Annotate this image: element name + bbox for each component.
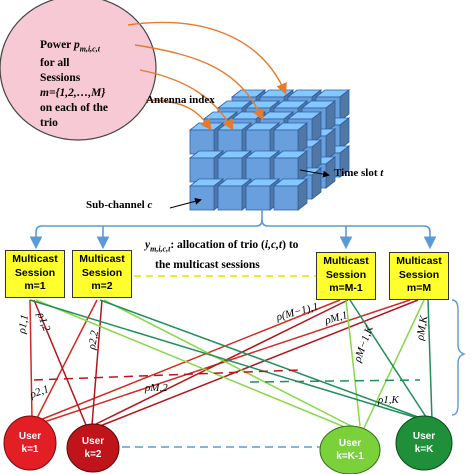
power-line2: for all bbox=[40, 57, 70, 70]
cube-cell-front bbox=[245, 129, 271, 155]
power-line5: on each of the bbox=[40, 102, 109, 115]
power-line4: m={1,2,…,M} bbox=[40, 87, 106, 100]
cube-cell-front bbox=[217, 129, 243, 155]
sub-channel-label: Sub-channel c bbox=[86, 199, 153, 211]
time-slot-arrow bbox=[299, 169, 330, 178]
sub-channel-arrow bbox=[169, 197, 202, 209]
cube-cell-front bbox=[217, 157, 243, 183]
cube-cell-front bbox=[189, 129, 215, 155]
power-bubble bbox=[0, 0, 157, 141]
allocation-line2: the multicast sessions bbox=[155, 259, 260, 272]
power-line6: trio bbox=[40, 117, 58, 130]
power-line1: Power pm,i,c,t bbox=[40, 39, 100, 54]
user-kK-node bbox=[395, 415, 453, 471]
power-arrows bbox=[127, 21, 287, 131]
cube-cell-front bbox=[189, 185, 215, 211]
cube-cell-front bbox=[273, 129, 299, 155]
power-description: Power pm,i,c,t for all Sessions m={1,2,…… bbox=[40, 38, 148, 131]
cube-cell-front bbox=[273, 185, 299, 211]
user-k1-node bbox=[3, 415, 57, 471]
power-line3: Sessions bbox=[40, 72, 81, 85]
resource-cube bbox=[188, 89, 351, 211]
cube-cell-front bbox=[273, 157, 299, 183]
rho-1-K-label: ρ1,K bbox=[378, 394, 399, 406]
user-k2-node bbox=[66, 423, 120, 473]
cube-cell-front bbox=[217, 185, 243, 211]
cube-cell-front bbox=[189, 157, 215, 183]
allocation-line1: ym,i,c,t: allocation of trio (i,c,t) to bbox=[145, 239, 299, 254]
link-lines bbox=[29, 299, 433, 431]
allocation-bracket bbox=[29, 207, 437, 250]
right-brace bbox=[451, 299, 467, 416]
time-slot-label: Time slot t bbox=[334, 167, 384, 179]
user-gap-red-dash bbox=[33, 369, 301, 381]
cube-cell-front bbox=[245, 157, 271, 183]
user-gap-green-dash bbox=[249, 379, 421, 383]
rho-M-2-label: ρM,2 bbox=[145, 382, 168, 394]
allocation-label: ym,i,c,t: allocation of trio (i,c,t) to … bbox=[145, 237, 298, 273]
user-kK1-node bbox=[319, 425, 381, 474]
cube-cell-front bbox=[245, 185, 271, 211]
antenna-index-label: Antenna index bbox=[146, 94, 215, 106]
